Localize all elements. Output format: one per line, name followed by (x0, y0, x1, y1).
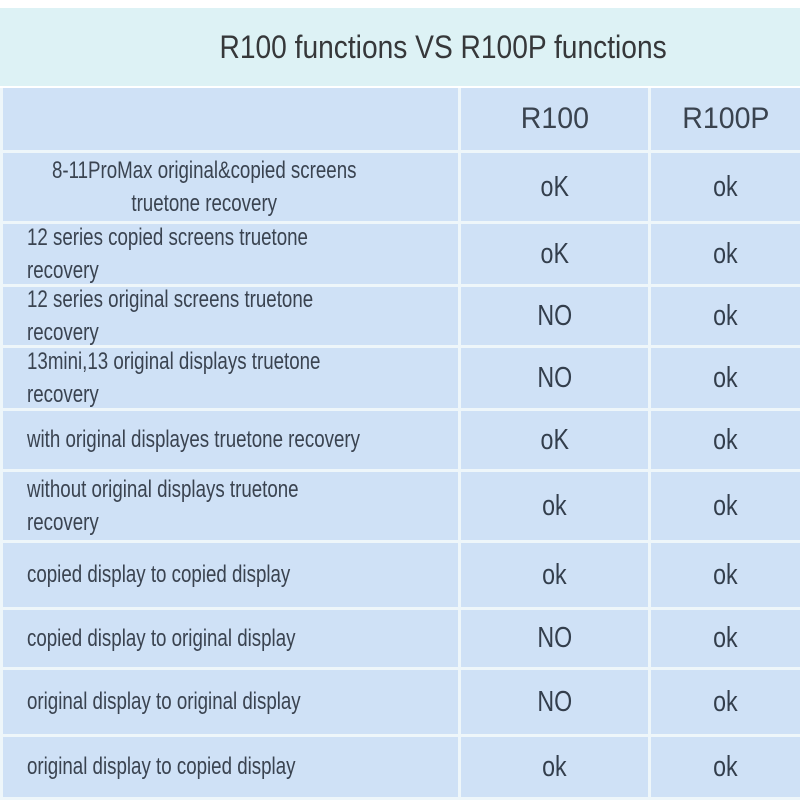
feature-label: original display to original display (27, 688, 301, 716)
r100p-value: ok (713, 361, 738, 394)
r100-value-cell: ok (461, 737, 648, 797)
feature-cell: 13mini,13 original displays truetone rec… (3, 348, 458, 408)
comparison-table: R100 R100P 8-11ProMax original&copied sc… (0, 88, 800, 800)
r100p-value-cell: ok (651, 472, 800, 540)
r100-value: ok (542, 558, 567, 591)
r100-value: NO (537, 685, 572, 718)
r100-value-cell: oK (461, 411, 648, 469)
r100p-value-cell: ok (651, 153, 800, 221)
r100-value: oK (540, 237, 569, 270)
r100p-value-cell: ok (651, 543, 800, 607)
col-header-r100p-label: R100P (681, 102, 770, 135)
feature-label: without original displays truetone recov… (27, 475, 299, 536)
r100p-value-cell: ok (651, 348, 800, 408)
r100-value-cell: NO (461, 670, 648, 734)
r100p-value: ok (713, 423, 738, 456)
r100p-value-cell: ok (651, 737, 800, 797)
r100p-value-cell: ok (651, 287, 800, 345)
feature-label: with original displayes truetone recover… (27, 426, 360, 454)
top-margin (0, 0, 800, 8)
r100-value-cell: oK (461, 224, 648, 284)
r100-value-cell: oK (461, 153, 648, 221)
r100-value: NO (537, 299, 572, 332)
feature-label: 13mini,13 original displays truetone rec… (27, 348, 321, 408)
r100-value: oK (540, 423, 569, 456)
r100p-value-cell: ok (651, 670, 800, 734)
col-header-r100p: R100P (651, 88, 800, 150)
r100p-value: ok (713, 685, 738, 718)
feature-label: copied display to original display (27, 624, 296, 652)
r100-value-cell: NO (461, 287, 648, 345)
r100-value: NO (537, 361, 572, 394)
r100-value-cell: NO (461, 610, 648, 667)
r100p-value: ok (713, 237, 738, 270)
feature-cell: without original displays truetone recov… (3, 472, 458, 540)
col-header-blank (3, 88, 458, 150)
r100p-value: ok (713, 558, 738, 591)
feature-label: original display to copied display (27, 753, 296, 781)
page-title: R100 functions VS R100P functions (219, 28, 667, 65)
feature-cell: original display to original display (3, 670, 458, 734)
feature-cell: 12 series original screens truetone reco… (3, 287, 458, 345)
feature-label: 12 series copied screens truetone recove… (27, 224, 308, 284)
r100p-value: ok (713, 299, 738, 332)
r100-value-cell: ok (461, 543, 648, 607)
title-band: R100 functions VS R100P functions (0, 8, 800, 86)
r100p-value: ok (713, 170, 738, 203)
feature-cell: copied display to original display (3, 610, 458, 667)
r100-value: ok (542, 750, 567, 783)
table-grid: R100 R100P 8-11ProMax original&copied sc… (3, 88, 800, 797)
r100p-value: ok (713, 622, 738, 654)
feature-label: 12 series original screens truetone reco… (27, 287, 314, 345)
feature-cell: 12 series copied screens truetone recove… (3, 224, 458, 284)
r100-value: oK (540, 170, 569, 203)
r100-value: ok (542, 489, 567, 522)
r100-value-cell: ok (461, 472, 648, 540)
r100-value: NO (537, 622, 572, 654)
r100-value-cell: NO (461, 348, 648, 408)
col-header-r100: R100 (461, 88, 648, 150)
feature-cell: original display to copied display (3, 737, 458, 797)
feature-label: 8-11ProMax original&copied screens truet… (52, 156, 357, 217)
col-header-r100-label: R100 (520, 102, 589, 135)
r100p-value: ok (713, 750, 738, 783)
r100p-value-cell: ok (651, 610, 800, 667)
feature-cell: copied display to copied display (3, 543, 458, 607)
feature-cell: with original displayes truetone recover… (3, 411, 458, 469)
feature-cell: 8-11ProMax original&copied screens truet… (3, 153, 458, 221)
feature-label: copied display to copied display (27, 561, 291, 589)
r100p-value-cell: ok (651, 224, 800, 284)
r100p-value: ok (713, 489, 738, 522)
r100p-value-cell: ok (651, 411, 800, 469)
